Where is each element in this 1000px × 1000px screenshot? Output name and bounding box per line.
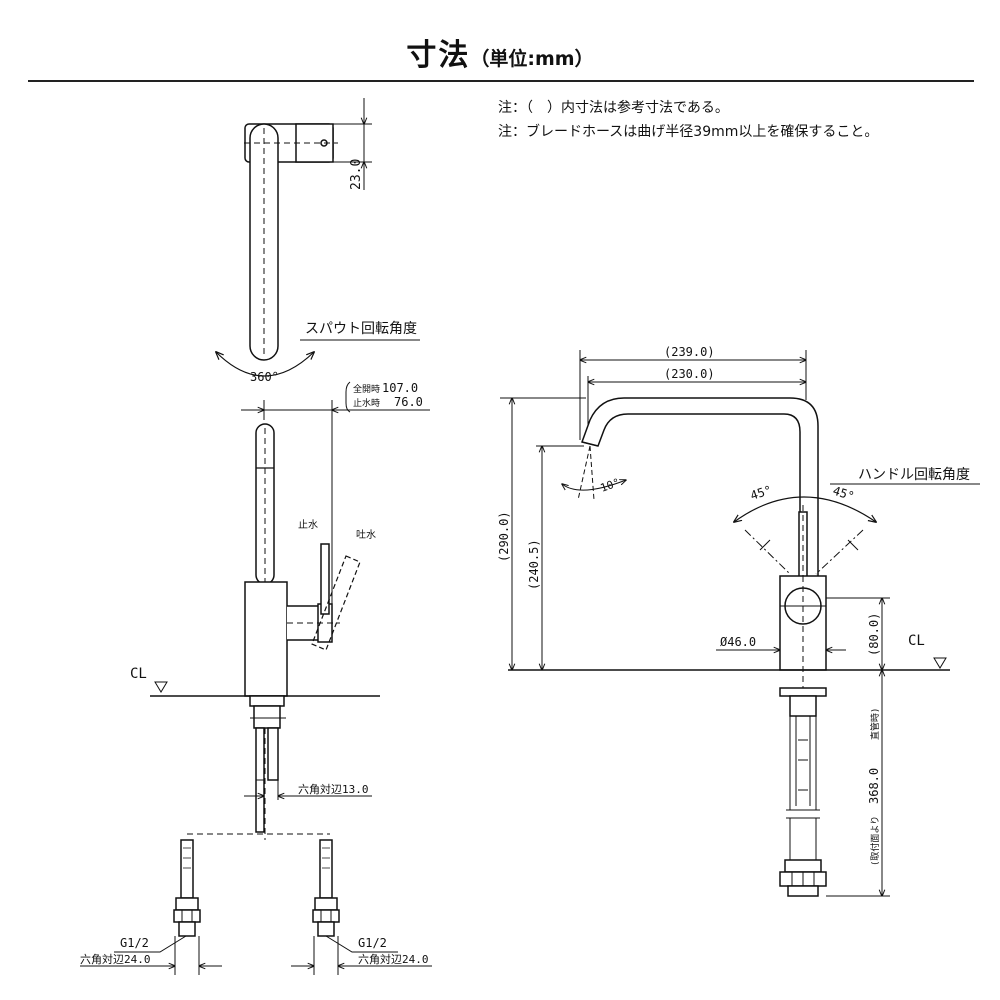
dim-239: (239.0): [664, 345, 715, 359]
handle-discharge-label: 吐水: [356, 529, 376, 541]
full-open-value: 107.0: [382, 381, 418, 395]
thread-left-label: G1/2: [120, 936, 149, 950]
note-hose-bend-radius: 注：ブレードホースは曲げ半径39mm以上を確保すること。: [498, 124, 879, 140]
front-view: [500, 350, 980, 897]
hex-24-left-label: 六角対辺24.0: [80, 952, 151, 966]
hose-length-prefix: (取付面より: [870, 816, 881, 866]
title-unit: （単位:mm）: [470, 48, 594, 70]
dim-23: 23.0: [349, 159, 364, 190]
centerline-right: CL: [908, 633, 925, 649]
dim-240-5: (240.5): [527, 539, 541, 590]
stop-label: 止水時: [353, 397, 380, 409]
spout-rotation-value: 360°: [250, 370, 279, 384]
note-reference-dimensions: 注：（ ）内寸法は参考寸法である。: [498, 100, 729, 116]
angle-left-45: 45°: [749, 483, 774, 503]
full-open-label: 全開時: [353, 383, 380, 395]
handle-lever-open: [311, 555, 361, 651]
centerline-left: CL: [130, 666, 147, 682]
side-view: [80, 381, 432, 975]
title-divider: [28, 80, 974, 82]
hex-24-right-label: 六角対辺24.0: [358, 952, 429, 966]
handle-rotation-label: ハンドル回転角度: [858, 467, 970, 483]
thread-right-label: G1/2: [358, 936, 387, 950]
page-title: 寸法（単位:mm）: [0, 30, 1000, 74]
dia-46: Ø46.0: [720, 635, 756, 649]
dim-80: (80.0): [867, 613, 881, 656]
hose-length-dim: (取付面より 368.0 直管時): [867, 708, 881, 866]
faucet-body-side: [244, 581, 288, 697]
stop-value: 76.0: [394, 395, 423, 409]
angle-10: 10°: [599, 476, 622, 495]
notes-block: 注：（ ）内寸法は参考寸法である。 注：ブレードホースは曲げ半径39mm以上を確…: [498, 96, 878, 144]
dim-230: (230.0): [664, 367, 715, 381]
top-view: [216, 98, 420, 377]
hose-length-value: 368.0: [867, 768, 881, 804]
spout-rotation-label: スパウト回転角度: [305, 321, 417, 337]
angle-right-45: 45°: [831, 484, 856, 504]
title-main: 寸法: [406, 38, 471, 73]
hex-13-label: 六角対辺13.0: [298, 782, 369, 796]
hose-length-suffix: 直管時): [869, 708, 881, 740]
handle-stop-label: 止水: [298, 519, 318, 531]
spout-front: [581, 397, 819, 591]
handle-lever-stop: [320, 543, 330, 615]
dim-290: (290.0): [497, 511, 511, 562]
